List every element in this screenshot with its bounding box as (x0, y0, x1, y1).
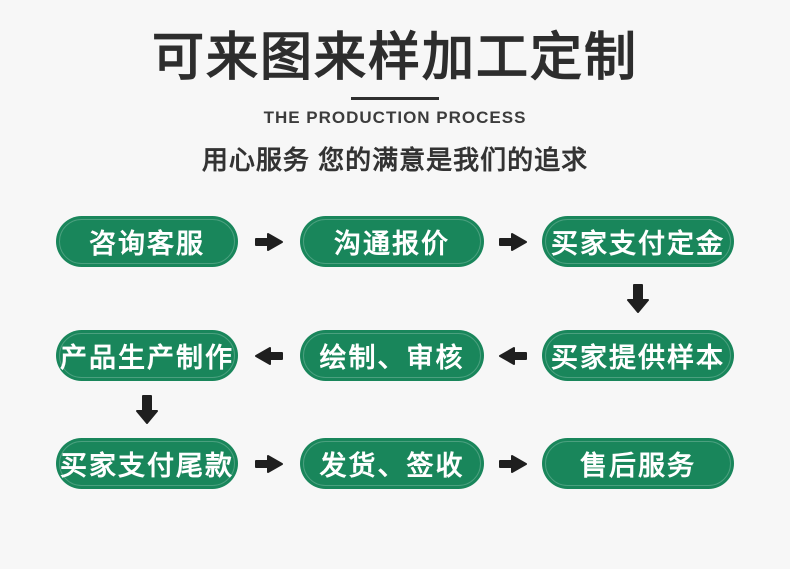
banner-subtitle: THE PRODUCTION PROCESS (263, 108, 527, 128)
step-quote: 沟通报价 (300, 216, 484, 268)
step-after-sales: 售后服务 (542, 438, 734, 490)
title-divider (351, 97, 439, 101)
arrow-left-icon (238, 330, 300, 381)
banner-tagline: 用心服务 您的满意是我们的追求 (201, 145, 589, 176)
process-flow: 咨询客服 沟通报价 买家支付定金 产品生产制作 绘制、审核 买家提供样本 买家支… (56, 216, 734, 490)
arrow-right-icon (238, 438, 300, 489)
arrow-right-icon (484, 438, 542, 489)
step-ship-sign: 发货、签收 (300, 438, 484, 490)
arrow-right-icon (484, 216, 542, 267)
arrow-down-icon (56, 381, 238, 438)
banner-title: 可来图来样加工定制 (151, 29, 638, 87)
step-production: 产品生产制作 (56, 330, 238, 382)
step-pay-balance: 买家支付尾款 (56, 438, 238, 490)
step-pay-deposit: 买家支付定金 (542, 216, 734, 268)
arrow-right-icon (238, 216, 300, 267)
arrow-left-icon (484, 330, 542, 381)
step-draft-review: 绘制、审核 (300, 330, 484, 382)
step-provide-sample: 买家提供样本 (542, 330, 734, 382)
step-consult-service: 咨询客服 (56, 216, 238, 268)
arrow-down-icon (542, 267, 734, 330)
